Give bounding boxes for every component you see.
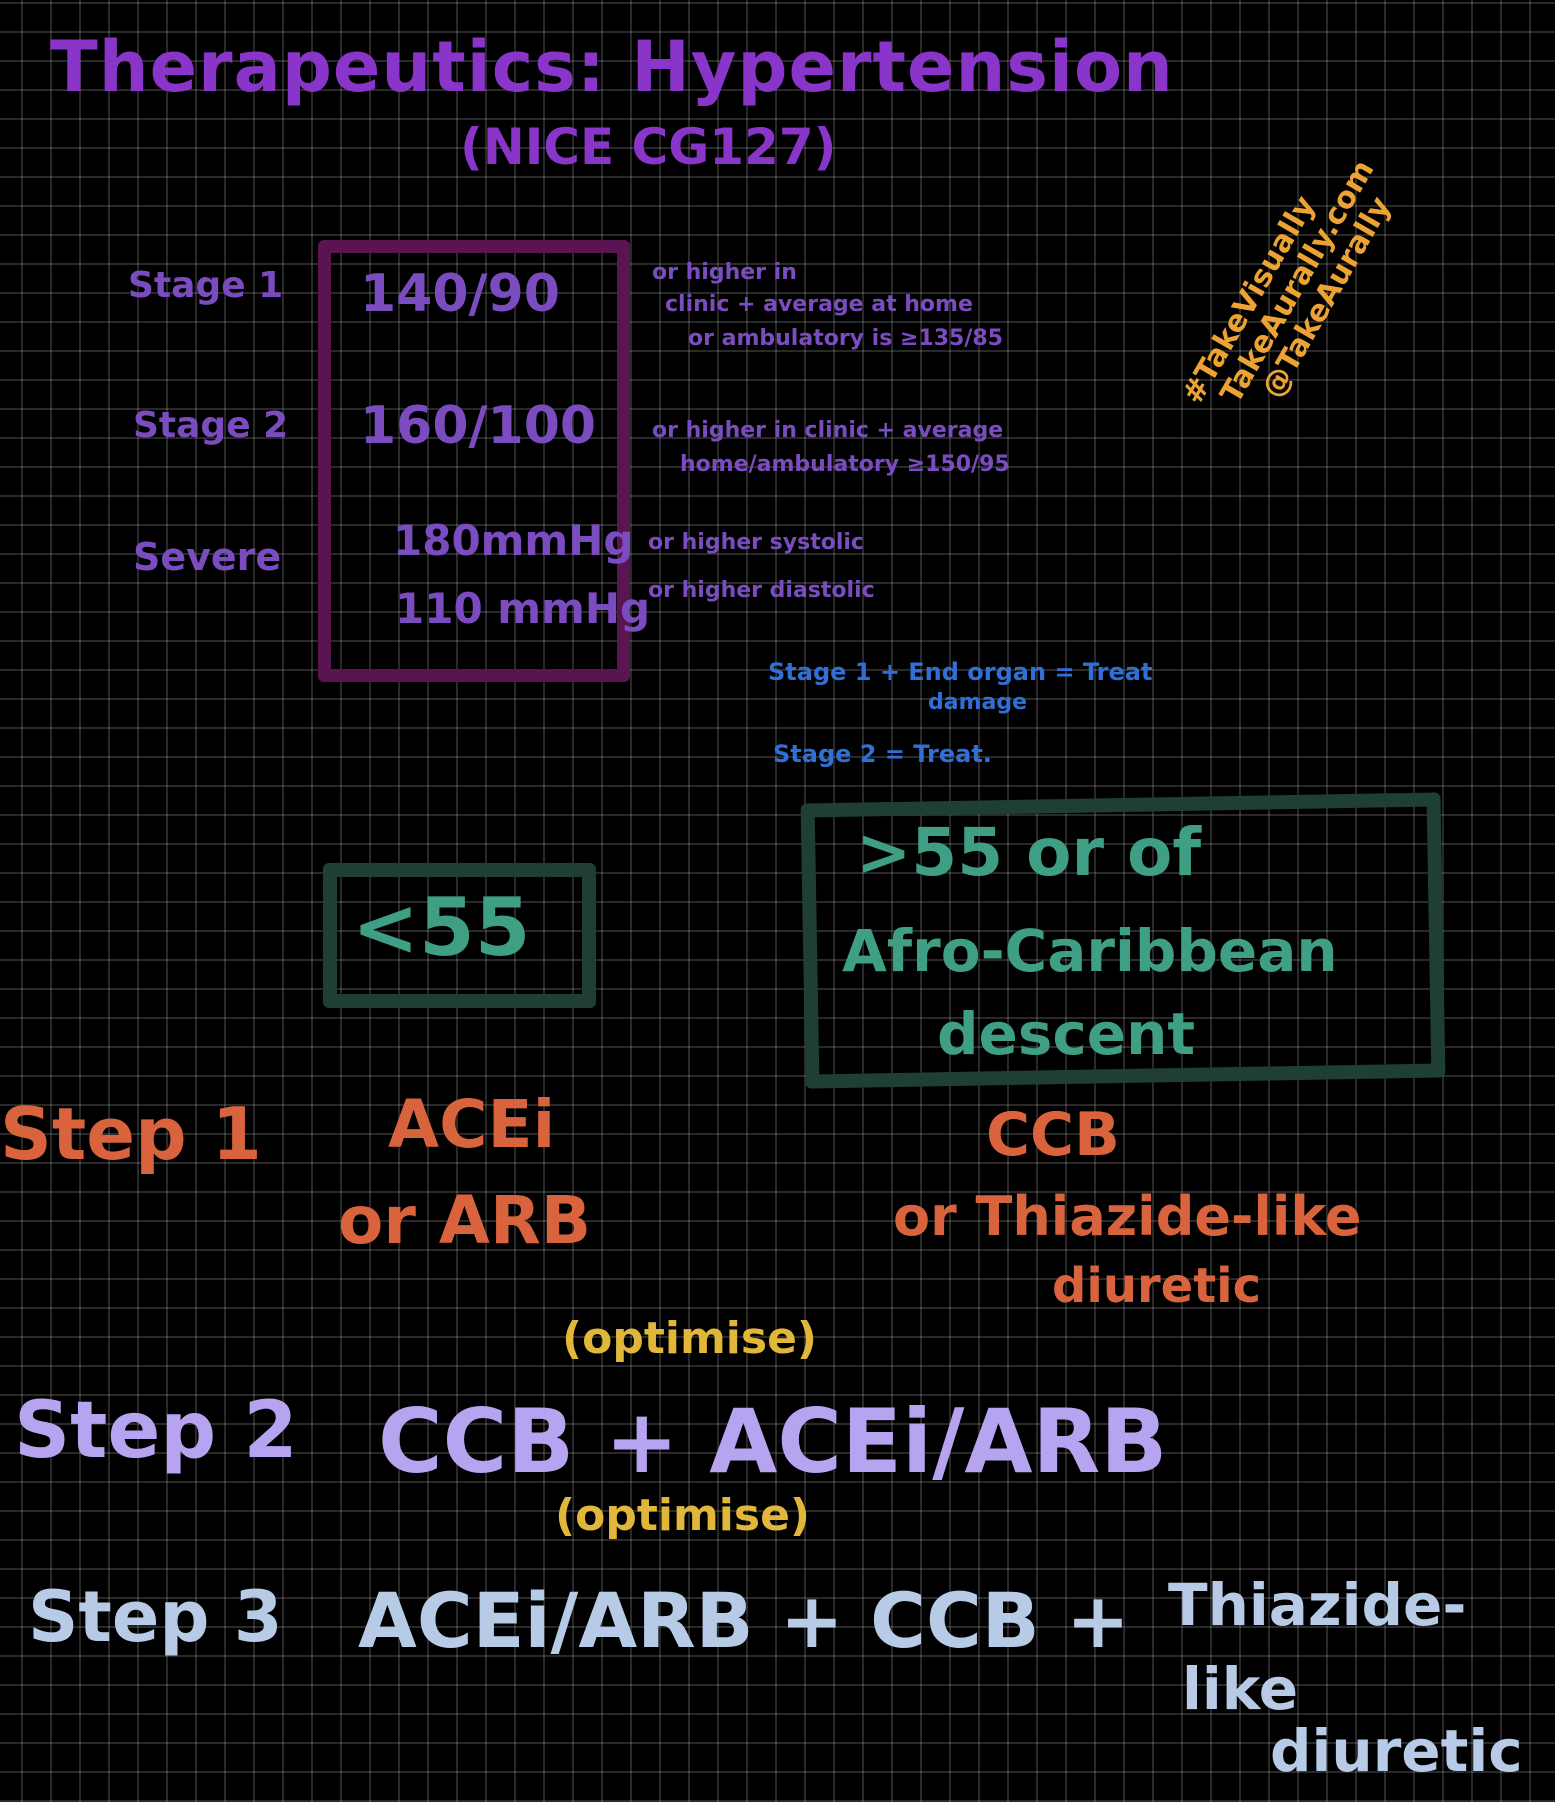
step3-extra-line3: diuretic xyxy=(1270,1717,1523,1785)
stage1-value: 140/90 xyxy=(360,264,560,324)
stage2-note-line2: home/ambulatory ≥150/95 xyxy=(680,452,1010,477)
optimise-label-2: (optimise) xyxy=(555,1490,811,1541)
step1-left-line2: or ARB xyxy=(338,1182,592,1259)
step3-extra-line1: Thiazide- xyxy=(1168,1571,1467,1639)
over55-line1: >55 or of xyxy=(856,814,1202,891)
step1-right-line2: or Thiazide-like xyxy=(893,1185,1362,1248)
watermark: #TakeVisually TakeAurally.com @TakeAural… xyxy=(1175,142,1434,458)
step3-label: Step 3 xyxy=(28,1576,283,1658)
stage1-note-line1: or higher in xyxy=(652,260,797,285)
step1-left-line1: ACEi xyxy=(388,1086,556,1163)
under55-box xyxy=(323,863,596,1008)
stage2-value: 160/100 xyxy=(360,396,597,456)
stage1-note-line2: clinic + average at home xyxy=(665,292,973,317)
treat-note-stage1-damage: damage xyxy=(928,690,1028,715)
severe-note-line2: or higher diastolic xyxy=(648,578,875,603)
stage2-note-line1: or higher in clinic + average xyxy=(652,418,1004,443)
stage-threshold-box xyxy=(318,240,630,682)
under55-label: <55 xyxy=(352,881,531,974)
step2-label: Step 2 xyxy=(14,1386,298,1476)
step1-right-line3: diuretic xyxy=(1052,1258,1262,1314)
step1-label: Step 1 xyxy=(0,1092,262,1176)
over55-line3: descent xyxy=(937,1000,1196,1068)
stage2-label: Stage 2 xyxy=(133,405,289,446)
page-title: Therapeutics: Hypertension xyxy=(50,26,1174,108)
page-subtitle: (NICE CG127) xyxy=(460,118,837,176)
stage1-label: Stage 1 xyxy=(128,265,284,306)
optimise-label-1: (optimise) xyxy=(562,1313,818,1364)
step2-text: CCB + ACEi/ARB xyxy=(378,1390,1168,1493)
treat-note-stage2: Stage 2 = Treat. xyxy=(773,740,992,768)
severe-label: Severe xyxy=(133,535,282,579)
step3-text: ACEi/ARB + CCB + xyxy=(358,1576,1130,1665)
over55-line2: Afro-Caribbean xyxy=(842,917,1338,985)
treat-note-stage1: Stage 1 + End organ = Treat xyxy=(768,658,1153,686)
step1-right-line1: CCB xyxy=(986,1100,1120,1170)
severe-note-line1: or higher systolic xyxy=(648,530,864,555)
stage1-note-line3: or ambulatory is ≥135/85 xyxy=(688,326,1003,351)
step3-extra-line2: like xyxy=(1182,1655,1299,1723)
severe-systolic-value: 180mmHg xyxy=(393,516,634,565)
severe-diastolic-value: 110 mmHg xyxy=(395,584,651,633)
